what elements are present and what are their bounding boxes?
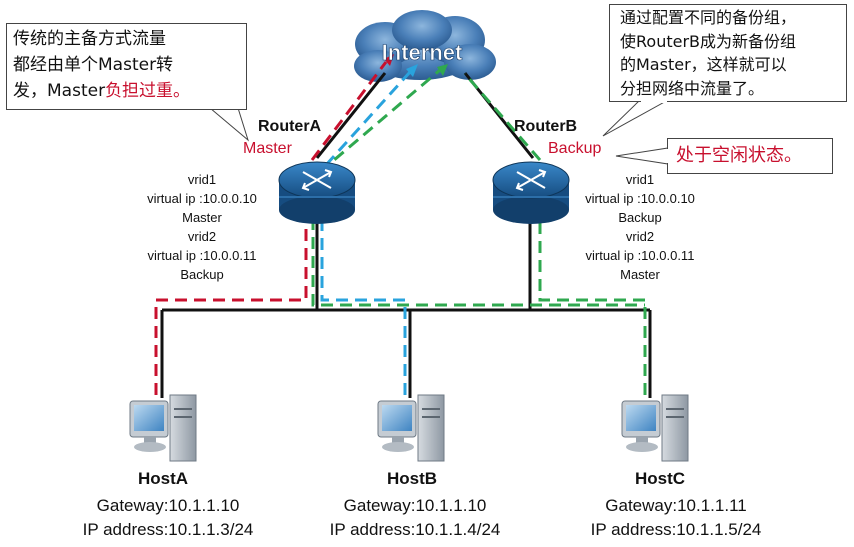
routerb-vrid1-state: Backup: [618, 210, 662, 225]
hostc-name: HostC: [634, 469, 686, 488]
routera-role: Master: [243, 140, 292, 157]
hosta-arrow-icon: [384, 54, 394, 66]
routerb-vrid1: vrid1: [625, 172, 655, 187]
routerb-config: vrid1 virtual ip :10.0.0.10 Backup vrid2…: [560, 170, 720, 284]
routerb-vrid1-vip: virtual ip :10.0.0.10: [585, 191, 695, 206]
hostc-gateway: Gateway:10.1.1.11: [605, 496, 747, 515]
hosta-gateway: Gateway:10.1.1.10: [96, 496, 240, 515]
hosta-traffic-path: [154, 61, 388, 395]
callout-right-line-3: 的Master，这样就可以: [620, 55, 787, 74]
callout-idle: 处于空闲状态。: [667, 138, 833, 174]
routera-vrid1-state: Master: [182, 210, 222, 225]
hostb-computer-icon: [377, 394, 445, 462]
callout-left-line-3: 发，Master负担过重。: [13, 78, 246, 104]
callout-right-line-4: 分担网络中流量了。: [620, 78, 765, 98]
callout-left: 传统的主备方式流量 都经由单个Master转 发，Master负担过重。: [6, 23, 247, 110]
internet-label: Internet: [382, 40, 463, 65]
routera-config: vrid1 virtual ip :10.0.0.10 Master vrid2…: [122, 170, 282, 284]
routera-name: RouterA: [258, 118, 322, 135]
hosta-ip: IP address:10.1.1.3/24: [82, 520, 254, 539]
hostc-arrow-icon: [437, 64, 448, 76]
hostb-name: HostB: [386, 469, 438, 488]
hostb-arrow-icon: [406, 64, 418, 77]
callout-right: 通过配置不同的备份组， 使RouterB成为新备份组 的Master，这样就可以…: [609, 4, 847, 102]
routerb-name: RouterB: [514, 118, 578, 135]
callout-right-tail: [602, 99, 670, 137]
hosta-name: HostA: [137, 469, 189, 488]
routerb-icon: [492, 161, 570, 224]
routera-icon: [278, 161, 356, 224]
routerb-vrid2-vip: virtual ip :10.0.0.11: [585, 248, 695, 263]
hosta-computer-icon: [129, 394, 197, 462]
callout-left-line-2: 都经由单个Master转: [13, 55, 174, 75]
hostc-computer-icon: [621, 394, 689, 462]
callout-right-line-1: 通过配置不同的备份组，: [620, 8, 797, 27]
routera-vrid2: vrid2: [187, 229, 217, 244]
callout-right-line-2: 使RouterB成为新备份组: [620, 31, 797, 51]
routera-vrid1-vip: virtual ip :10.0.0.10: [147, 191, 257, 206]
routerb-vrid2-state: Master: [620, 267, 660, 282]
routerb-role: Backup: [548, 140, 602, 157]
callout-idle-tail: [615, 147, 669, 165]
routerb-vrid2: vrid2: [625, 229, 655, 244]
callout-left-line-1: 传统的主备方式流量: [13, 29, 166, 49]
routera-vrid2-vip: virtual ip :10.0.0.11: [147, 248, 257, 263]
hostb-ip: IP address:10.1.1.4/24: [329, 520, 501, 539]
routera-vrid2-state: Backup: [180, 267, 224, 282]
hostc-ip: IP address:10.1.1.5/24: [590, 520, 762, 539]
hostb-gateway: Gateway:10.1.1.10: [343, 496, 487, 515]
callout-left-tail: [208, 107, 249, 142]
callout-idle-text: 处于空闲状态。: [676, 145, 802, 166]
callout-left-line-3-red: 负担过重。: [105, 81, 191, 101]
link-routera-internet: [315, 72, 387, 159]
internet-cloud-icon: [354, 10, 496, 82]
callout-left-line-3-normal: 发，Master: [13, 81, 106, 101]
routera-vrid1: vrid1: [187, 172, 217, 187]
hostb-traffic-path: [320, 70, 412, 395]
